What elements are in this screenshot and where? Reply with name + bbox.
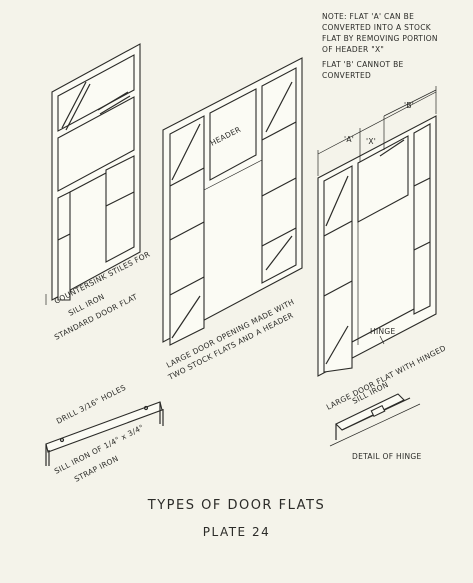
page-title: TYPES OF DOOR FLATS [147, 498, 326, 513]
note-line1: NOTE: FLAT 'A' CAN BE [322, 12, 414, 21]
detail-of-hinge-label: DETAIL OF HINGE [352, 452, 422, 461]
dim-a-label: 'A' [344, 135, 354, 144]
large-door-opening-drawing [162, 57, 303, 346]
hinge-leader [379, 335, 385, 345]
note-line6: CONVERTED [322, 71, 371, 80]
hinge-detail-drawing [329, 393, 421, 447]
hinge-label: HINGE [370, 327, 396, 336]
dim-b-label: 'B' [404, 101, 414, 110]
dim-x-label: 'X' [366, 137, 376, 146]
note-line2: CONVERTED INTO A STOCK [322, 23, 432, 32]
note-line4: OF HEADER "X" [322, 45, 384, 54]
sill-iron-drawing [45, 401, 164, 466]
hinged-door-flat-drawing [317, 86, 437, 377]
standard-door-flat-drawing [45, 43, 141, 305]
note-line5: FLAT 'B' CANNOT BE [322, 60, 404, 69]
note-line3: FLAT BY REMOVING PORTION [322, 34, 438, 43]
plate-number: PLATE 24 [202, 525, 271, 539]
